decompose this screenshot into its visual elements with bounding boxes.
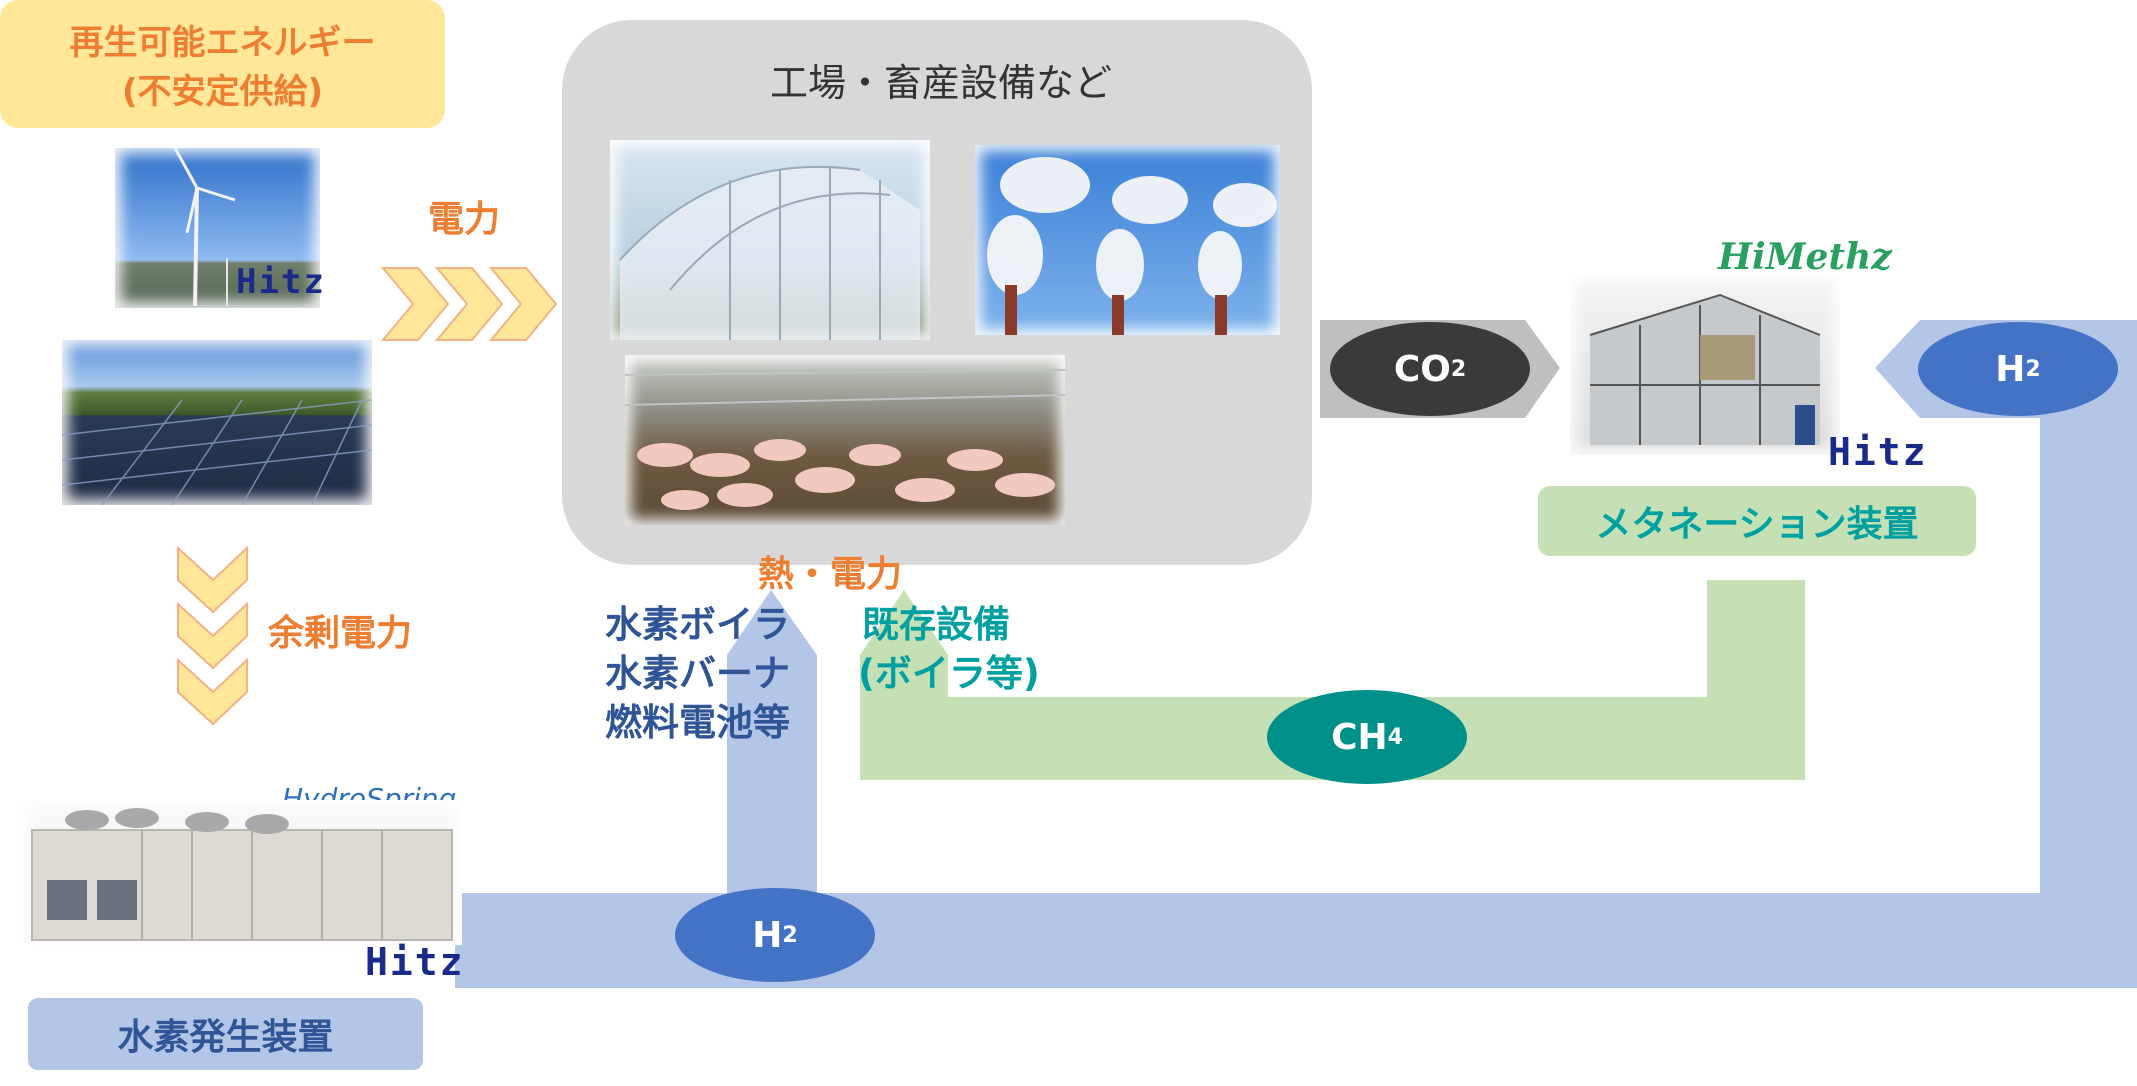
h2-right-sub: 2 — [2025, 356, 2041, 382]
facility-title: 工場・畜産設備など — [770, 61, 1113, 105]
fuel-cell: 燃料電池等 — [605, 701, 790, 744]
renewable-energy-box: 再生可能エネルギー (不安定供給) — [0, 0, 445, 128]
electricity-label: 電力 — [428, 199, 501, 240]
generator-hitz-logo: Hitz — [365, 940, 465, 984]
methanation-hitz-logo: Hitz — [1828, 430, 1928, 474]
pig-barn-photo — [625, 355, 1065, 525]
h2-left-riser — [727, 590, 817, 893]
electricity-chevrons — [380, 267, 558, 341]
ch4-pipe — [860, 580, 1805, 780]
co2-sub: 2 — [1450, 356, 1467, 382]
h2-main-pipe — [455, 893, 2137, 988]
surplus-electricity-label: 余剰電力 — [268, 613, 413, 654]
existing-line1: 既存設備 — [862, 603, 1010, 646]
generator-label: 水素発生装置 — [117, 1017, 334, 1058]
wind-turbine-photo — [115, 148, 320, 308]
renewable-line1: 再生可能エネルギー — [69, 23, 376, 63]
existing-line2: (ボイラ等) — [858, 652, 1040, 695]
existing-equipment-text: 既存設備 (ボイラ等) — [858, 600, 1040, 698]
smokestacks-photo — [975, 145, 1280, 335]
renewable-line2: (不安定供給) — [121, 72, 324, 112]
greenhouse-photo — [610, 140, 930, 340]
hydrogen-boiler: 水素ボイラ — [605, 603, 790, 646]
hydrogen-burner: 水素バーナ — [605, 652, 790, 695]
h2-right-riser — [2040, 320, 2137, 893]
h2-bottom-sub: 2 — [782, 922, 798, 948]
methanation-label: メタネーション装置 — [1595, 504, 1919, 545]
wind-hitz-logo: Hitz — [236, 262, 326, 302]
ch4-main: CH — [1331, 716, 1388, 758]
hydrogen-generator-photo — [22, 800, 462, 945]
h2-bottom-main: H — [752, 914, 783, 956]
himethz-logo: HiMethz — [1718, 236, 1892, 278]
solar-panel-photo — [62, 340, 372, 505]
hydrogen-uses-text: 水素ボイラ 水素バーナ 燃料電池等 — [605, 600, 790, 747]
h2-right-main: H — [1995, 348, 2026, 390]
methanation-photo — [1570, 275, 1840, 455]
co2-main: CO — [1393, 348, 1451, 390]
methanation-label-box: メタネーション装置 — [1538, 486, 1976, 556]
generator-label-box: 水素発生装置 — [28, 998, 423, 1070]
ch4-sub: 4 — [1387, 724, 1403, 750]
surplus-chevrons — [177, 545, 248, 726]
heat-power-label: 熱・電力 — [758, 554, 903, 595]
